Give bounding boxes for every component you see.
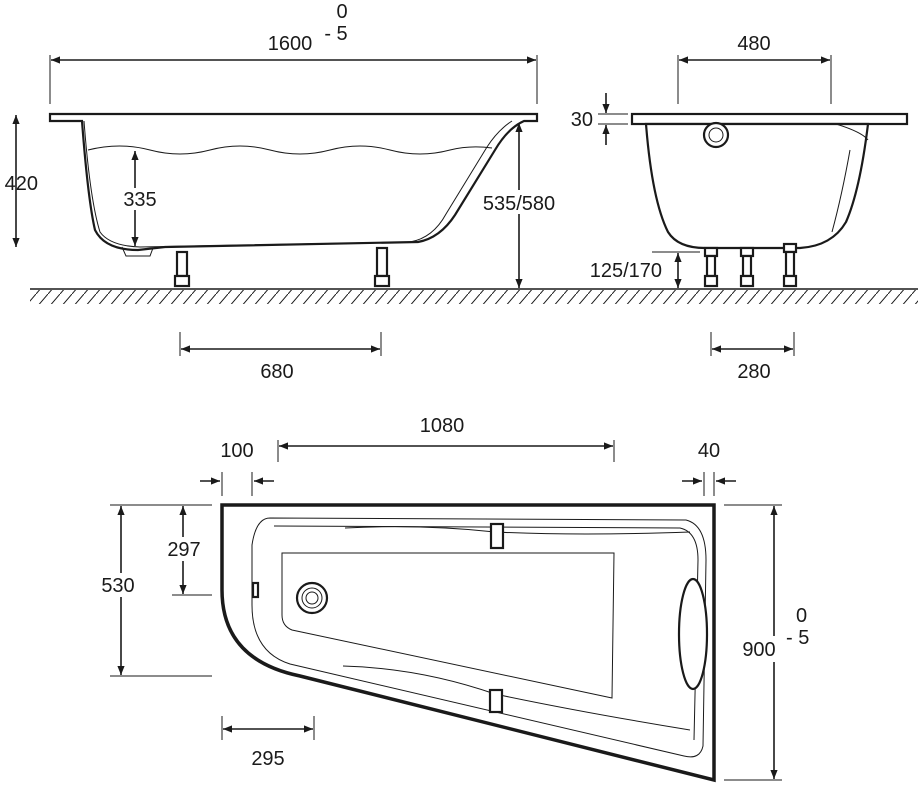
dim-width-tol-lower: - 5	[786, 627, 809, 649]
dim-bottom-offset-295: 295	[251, 748, 284, 770]
dim-height-420: 420	[5, 173, 38, 195]
plan-view: 100 1080 40 530 297 295 900 0	[96, 415, 809, 783]
floor-line	[30, 288, 918, 304]
grip-upper	[489, 522, 505, 550]
side-view: 1600 0 - 5 420 335 535/580 680	[5, 1, 562, 383]
grip-lower	[488, 688, 504, 714]
dim-feet-spacing-680: 680	[260, 361, 293, 383]
plan-inner-bowl	[251, 517, 707, 758]
dim-width-480: 480	[737, 33, 770, 55]
overflow-tab	[251, 581, 260, 599]
dim-feet-height-125-170: 125/170	[590, 260, 662, 282]
dim-width-tol-upper: 0	[796, 605, 807, 627]
end-tub-outline	[644, 122, 870, 250]
overflow-icon	[702, 121, 730, 149]
dim-length-1600: 1600	[268, 33, 313, 55]
end-view: 480 30 125/170 280	[571, 33, 909, 383]
drain-icon	[295, 581, 329, 615]
dim-rim-30: 30	[571, 109, 593, 131]
dim-water-depth-335: 335	[123, 189, 156, 211]
dim-inner-length-1080: 1080	[420, 415, 465, 437]
side-foot-left	[173, 250, 191, 288]
side-tub-outline	[48, 112, 539, 252]
dim-feet-spacing-280: 280	[737, 361, 770, 383]
water-line	[87, 145, 493, 155]
plan-outer-outline	[220, 503, 716, 783]
dim-right-inset-40: 40	[698, 440, 720, 462]
plan-bottom-panel	[281, 552, 615, 699]
dim-left-height-530: 530	[101, 575, 134, 597]
dim-length-tol-lower: - 5	[324, 23, 347, 45]
dim-length-tol-upper: 0	[336, 1, 347, 23]
dim-height-535-580: 535/580	[483, 193, 555, 215]
dim-upper-offset-297: 297	[167, 539, 200, 561]
end-feet	[703, 242, 798, 288]
dim-width-900: 900	[742, 639, 775, 661]
dim-left-inset-100: 100	[220, 440, 253, 462]
side-foot-right	[373, 246, 391, 288]
headrest	[677, 577, 709, 691]
